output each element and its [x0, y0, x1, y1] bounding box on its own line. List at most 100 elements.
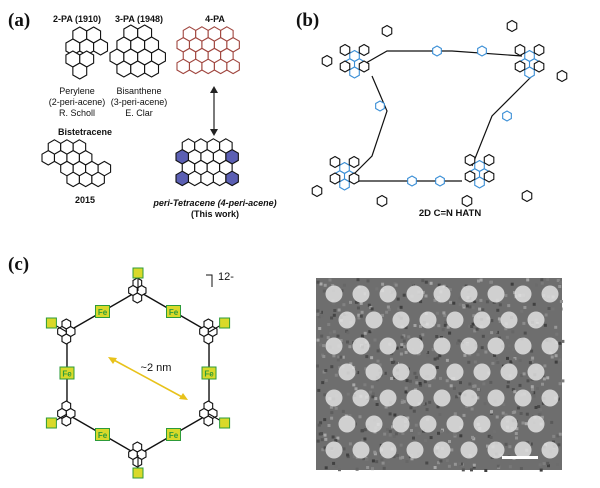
ring [464, 153, 476, 167]
noise [438, 354, 442, 358]
noise [370, 307, 374, 311]
noise [400, 345, 404, 349]
noise [470, 325, 474, 328]
noise [348, 414, 352, 418]
noise [399, 352, 403, 356]
tem-spot [325, 389, 343, 407]
fe-label: Fe [204, 370, 214, 379]
noise [448, 288, 452, 292]
noise [516, 406, 520, 410]
noise [496, 361, 500, 365]
tem-spot [406, 441, 424, 459]
tem-spot [487, 285, 505, 303]
noise [414, 375, 418, 379]
ring [187, 170, 202, 187]
noise [346, 455, 350, 459]
tem-spot [338, 311, 356, 329]
noise [392, 360, 396, 364]
noise [453, 434, 457, 438]
noise [334, 439, 338, 443]
noise [519, 467, 523, 470]
noise [402, 339, 406, 343]
noise [387, 460, 391, 464]
noise [410, 429, 413, 432]
ring [524, 66, 535, 79]
tem-spot [446, 415, 464, 433]
noise [531, 387, 534, 391]
noise [386, 305, 390, 309]
noise [327, 424, 331, 427]
noise [376, 349, 380, 353]
noise [346, 392, 350, 396]
noise [402, 293, 406, 297]
noise [357, 316, 361, 320]
ring [78, 171, 93, 188]
tem-spot [527, 311, 545, 329]
noise [543, 364, 547, 368]
noise [391, 425, 394, 429]
ring [348, 155, 360, 169]
noise [537, 405, 541, 409]
noise [363, 383, 367, 387]
noise [504, 327, 508, 331]
tem-spot [379, 441, 397, 459]
noise [526, 379, 530, 383]
azo-ring [477, 45, 487, 57]
phenyl-ring [461, 194, 473, 208]
noise [396, 297, 400, 301]
noise [498, 303, 502, 307]
noise [511, 347, 515, 351]
noise [400, 399, 404, 402]
ring [176, 58, 191, 75]
noise [558, 341, 562, 345]
noise [362, 457, 366, 461]
noise [319, 282, 323, 286]
noise [438, 412, 442, 416]
noise [319, 310, 323, 314]
noise [417, 431, 421, 435]
noise [348, 442, 352, 446]
noise [322, 289, 326, 293]
ring [116, 60, 132, 78]
noise [366, 279, 370, 283]
noise [317, 388, 321, 392]
noise [465, 404, 469, 408]
noise [408, 381, 412, 385]
noise [510, 282, 514, 286]
tem-spot [352, 389, 370, 407]
tem-spot [541, 337, 559, 355]
ring [514, 43, 526, 57]
noise [504, 442, 508, 446]
noise [354, 387, 358, 391]
noise [402, 400, 406, 404]
noise [316, 338, 320, 342]
noise [375, 460, 379, 464]
ring [464, 170, 476, 183]
noise [357, 313, 361, 317]
noise [322, 370, 326, 374]
tem-spot [527, 363, 545, 381]
noise [479, 298, 483, 302]
noise [441, 328, 445, 332]
noise [339, 355, 343, 359]
noise [321, 381, 325, 385]
noise [478, 307, 482, 311]
noise [504, 294, 508, 298]
noise [551, 307, 555, 311]
noise [413, 371, 417, 375]
tem-spot [541, 389, 559, 407]
noise [426, 351, 430, 354]
noise [400, 343, 404, 347]
noise [388, 412, 392, 416]
perylene-structure [65, 26, 109, 80]
noise [341, 355, 345, 359]
noise [399, 305, 403, 309]
noise [429, 281, 433, 285]
noise [435, 366, 439, 369]
noise [456, 341, 460, 345]
noise [523, 331, 527, 335]
noise [423, 402, 427, 406]
ring [175, 170, 190, 187]
noise [461, 303, 465, 307]
noise [480, 346, 484, 350]
